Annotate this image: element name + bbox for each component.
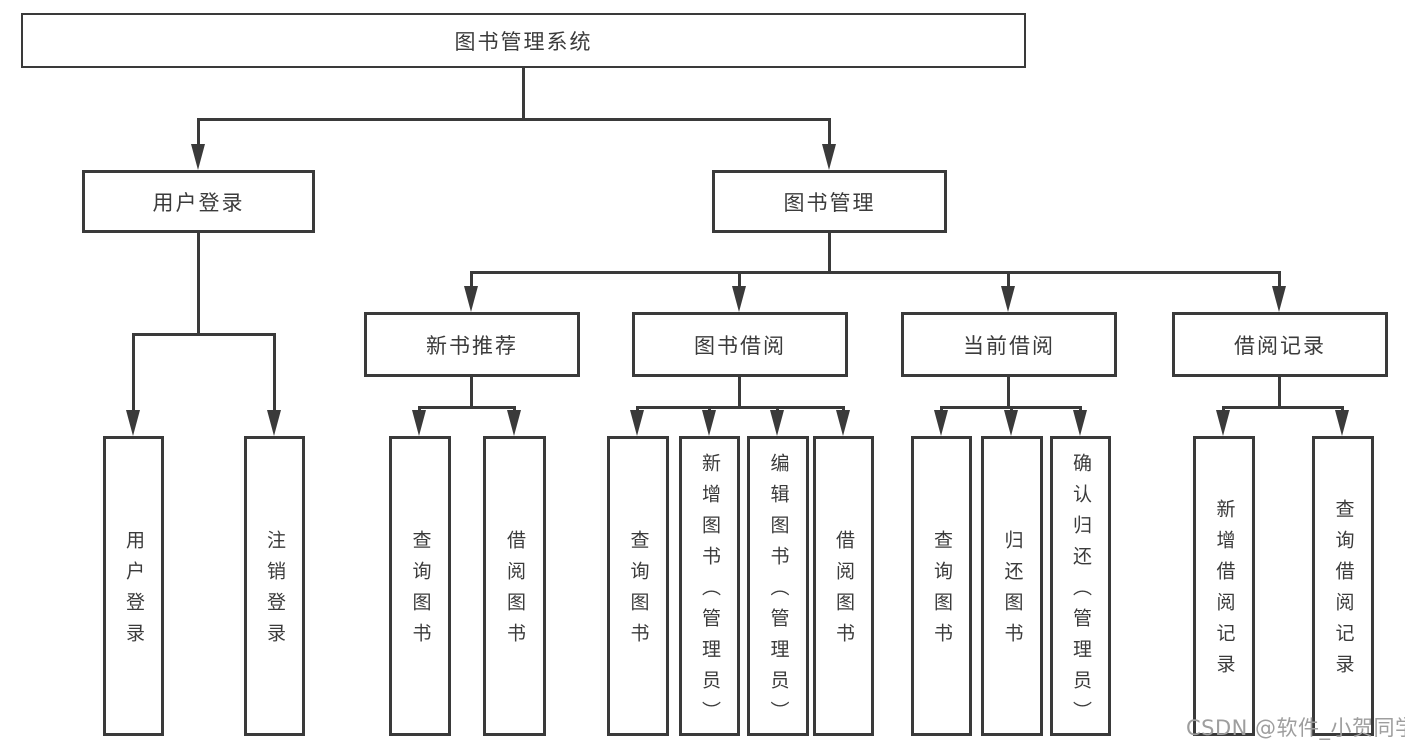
connector-stem [1341,406,1344,412]
connector-stem [197,118,200,146]
arrow-down-icon [630,410,644,436]
connector-stem [1079,406,1082,412]
watermark: CSDN @软件_小贺同学 [1186,716,1405,740]
arrow-down-icon [1272,286,1286,312]
leaf-label: 借阅图书 [833,530,855,654]
leaf-borrow-book: 借阅图书 [813,436,874,736]
arrow-down-icon [191,144,205,170]
connector-userlogin-bracket [132,333,276,336]
connector-stem [1278,271,1281,288]
leaf-query-borrow-record: 查询借阅记录 [1312,436,1374,736]
connector-stem [513,406,516,412]
leaf-borrow-query-book: 查询图书 [607,436,669,736]
connector-section-stub [1278,377,1281,409]
arrow-down-icon [822,144,836,170]
leaf-user-login: 用户登录 [103,436,164,736]
node-current-borrow: 当前借阅 [901,312,1117,377]
connector-section-stub [1007,377,1010,409]
node-borrow-record: 借阅记录 [1172,312,1388,377]
connector-stem [418,406,421,412]
arrow-down-icon [1216,410,1230,436]
node-book-borrow: 图书借阅 [632,312,848,377]
leaf-label: 确认归还（管理员） [1070,452,1092,732]
arrow-down-icon [1335,410,1349,436]
leaf-label: 用户登录 [123,530,145,654]
connector-stem [940,406,943,412]
leaf-edit-book-admin: 编辑图书（管理员） [747,436,809,736]
leaf-label: 查询图书 [627,530,650,654]
arrow-down-icon [412,410,426,436]
leaf-confirm-return-admin: 确认归还（管理员） [1050,436,1111,736]
connector-bookmgmt-stub [828,233,831,273]
connector-stem [1010,406,1013,412]
connector-stem [738,271,741,288]
connector-stem [132,333,135,412]
leaf-label: 新增借阅记录 [1213,499,1236,685]
connector-section-bracket [636,406,845,409]
node-root: 图书管理系统 [21,13,1026,68]
leaf-label: 查询借阅记录 [1332,499,1355,685]
arrow-down-icon [126,410,140,436]
arrow-down-icon [836,410,850,436]
arrow-down-icon [702,410,716,436]
connector-userlogin-stub [197,233,200,335]
connector-root-stub [522,68,525,120]
connector-stem [1222,406,1225,412]
node-new-book-recommend: 新书推荐 [364,312,580,377]
connector-section-bracket [1222,406,1344,409]
leaf-label: 查询图书 [409,530,432,654]
arrow-down-icon [464,286,478,312]
connector-stem [636,406,639,412]
arrow-down-icon [770,410,784,436]
connector-bookmgmt-bracket [470,271,1281,274]
arrow-down-icon [267,410,281,436]
arrow-down-icon [732,286,746,312]
connector-stem [470,271,473,288]
leaf-label: 注销登录 [264,530,286,654]
arrow-down-icon [934,410,948,436]
leaf-label: 借阅图书 [504,530,526,654]
connector-stem [273,333,276,412]
leaf-recommend-borrow-book: 借阅图书 [483,436,546,736]
connector-stem [708,406,711,412]
node-user-login: 用户登录 [82,170,315,233]
leaf-label: 新增图书（管理员） [699,452,721,732]
arrow-down-icon [1001,286,1015,312]
connector-stem [776,406,779,412]
leaf-return-book: 归还图书 [981,436,1043,736]
leaf-add-book-admin: 新增图书（管理员） [679,436,740,736]
arrow-down-icon [1073,410,1087,436]
leaf-current-query-book: 查询图书 [911,436,972,736]
leaf-add-borrow-record: 新增借阅记录 [1193,436,1255,736]
node-book-management: 图书管理 [712,170,947,233]
connector-stem [842,406,845,412]
leaf-recommend-query-book: 查询图书 [389,436,451,736]
arrow-down-icon [1004,410,1018,436]
connector-section-stub [738,377,741,409]
connector-root-bracket [197,118,831,121]
arrow-down-icon [507,410,521,436]
connector-stem [828,118,831,146]
connector-section-stub [470,377,473,409]
leaf-logout: 注销登录 [244,436,305,736]
leaf-label: 归还图书 [1001,530,1024,654]
leaf-label: 编辑图书（管理员） [767,452,790,732]
leaf-label: 查询图书 [931,530,953,654]
connector-section-bracket [418,406,516,409]
connector-stem [1007,271,1010,288]
